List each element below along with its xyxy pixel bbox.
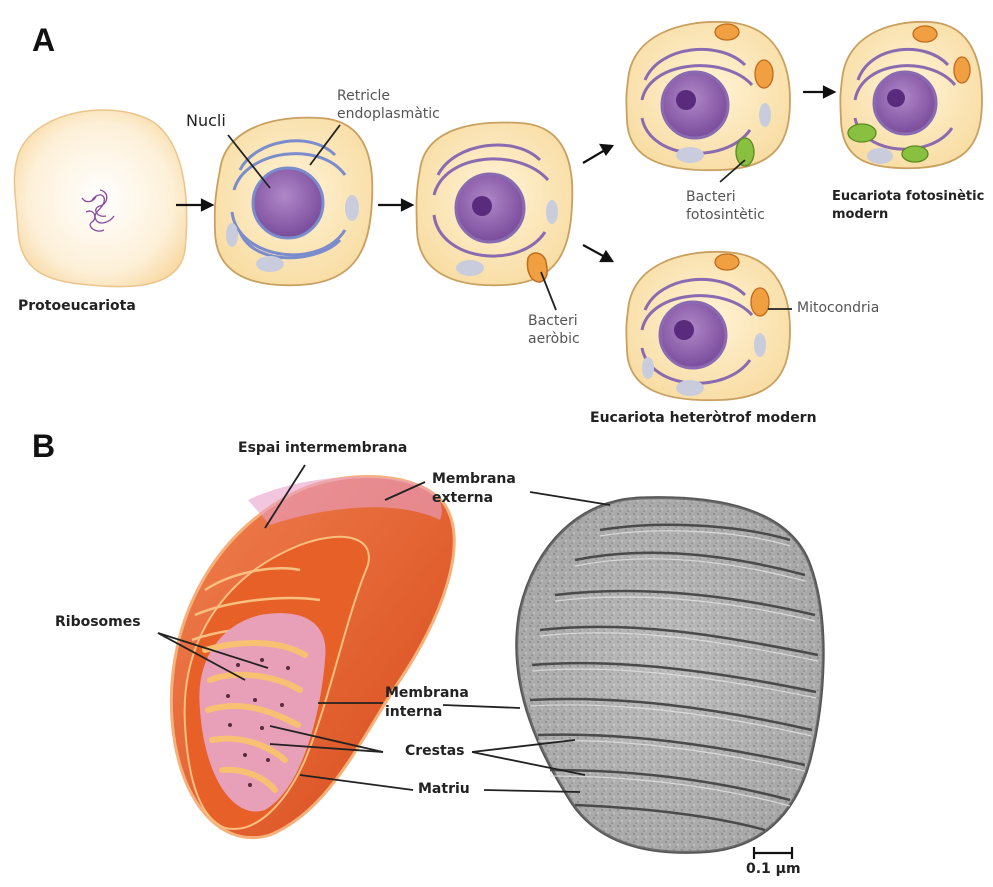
label-eucariota-heterotrof: Eucariota heteròtrof modern	[590, 410, 817, 427]
label-ribosomes: Ribosomes	[55, 614, 141, 631]
panel-letter-a: A	[32, 22, 55, 59]
label-membrana-interna-line2: interna	[385, 704, 442, 721]
label-bacteri-foto-line1: Bacteri	[686, 189, 736, 206]
label-retricle-line1: Retricle	[337, 88, 390, 105]
label-scale: 0.1 µm	[746, 861, 801, 878]
label-bacteri-aerobic-line2: aeròbic	[528, 331, 580, 348]
label-membrana-externa-line1: Membrana	[432, 471, 516, 488]
cell-engulfing	[416, 123, 572, 286]
cell-eucariota-heterotrof	[626, 252, 790, 400]
label-membrana-interna-line1: Membrana	[385, 685, 469, 702]
cell-eucariota-fotosinetic	[840, 22, 982, 168]
mitochondrion-illustration	[171, 476, 454, 837]
label-espai-intermembrana: Espai intermembrana	[238, 440, 407, 457]
label-bacteri-aerobic-line1: Bacteri	[528, 313, 578, 330]
cell-bacteri-fotosintetic	[626, 22, 790, 170]
label-retricle-line2: endoplasmàtic	[337, 106, 440, 123]
label-protoeucariota: Protoeucariota	[18, 298, 136, 315]
label-eucariota-foto-line1: Eucariota fotosinètic	[832, 188, 984, 205]
label-membrana-externa-line2: externa	[432, 490, 493, 507]
label-crestas: Crestas	[405, 743, 464, 760]
scale-bar	[754, 847, 792, 859]
panel-letter-b: B	[32, 428, 55, 465]
label-mitocondria: Mitocondria	[797, 300, 879, 317]
label-bacteri-foto-line2: fotosintètic	[686, 207, 765, 224]
label-eucariota-foto-line2: modern	[832, 206, 888, 223]
cell-nucleus-er	[215, 118, 373, 286]
label-nucli: Nucli	[186, 112, 226, 129]
electron-micrograph	[517, 498, 823, 853]
label-matriu: Matriu	[418, 781, 470, 798]
protoeukaryote-cell	[14, 110, 186, 287]
